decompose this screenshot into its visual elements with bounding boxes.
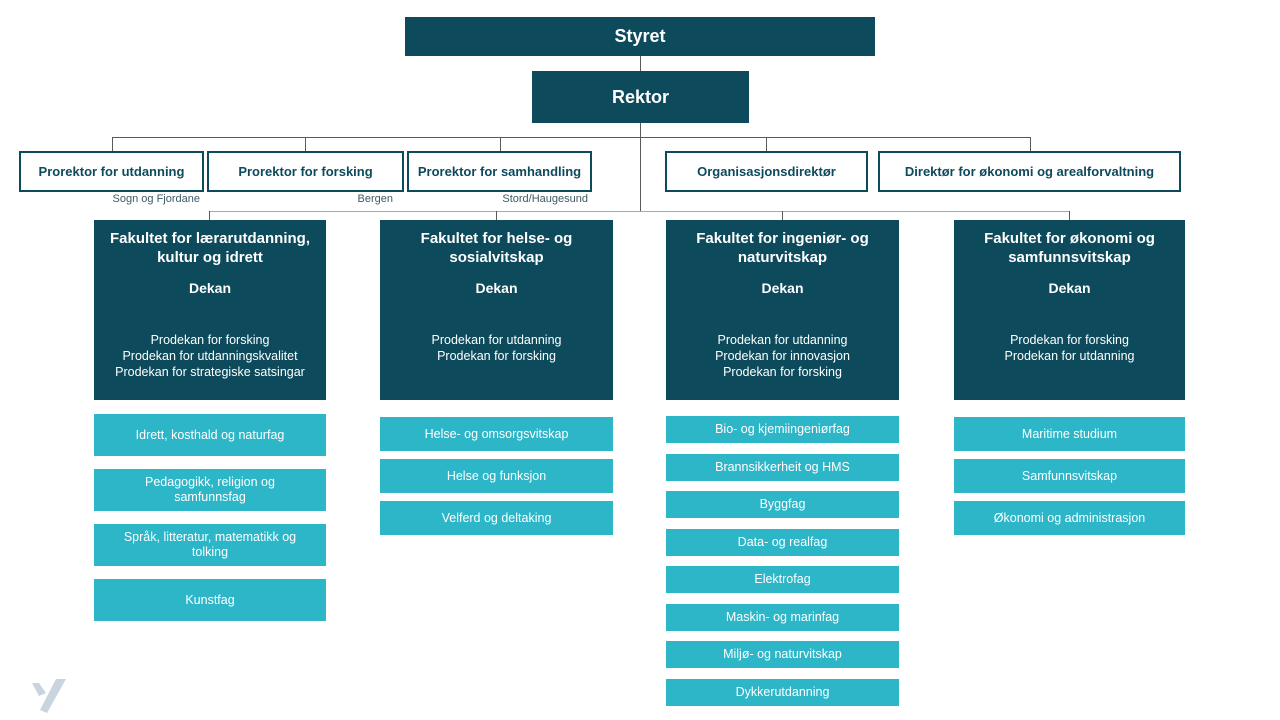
faculty-header-engineering-science: Fakultet for ingeniør- og naturvitskap D… bbox=[666, 220, 899, 400]
institute-box: Brannsikkerheit og HMS bbox=[666, 453, 899, 481]
connector-line bbox=[1030, 137, 1031, 151]
rector-box: Rektor bbox=[532, 71, 749, 123]
institute-box: Byggfag bbox=[666, 491, 899, 518]
institute-list-engineering-science: Bio- og kjemiingeniørfag Brannsikkerheit… bbox=[666, 416, 899, 716]
institute-list-teacher-education: Idrett, kosthald og naturfag Pedagogikk,… bbox=[94, 414, 326, 634]
prodean-item: Prodekan for forsking bbox=[723, 365, 842, 379]
institute-list-economy-social-science: Maritime studium Samfunnsvitskap Økonomi… bbox=[954, 417, 1185, 543]
faculty-title: Fakultet for helse- og sosialvitskap bbox=[420, 230, 573, 266]
faculty-header-teacher-education: Fakultet for lærarutdanning, kultur og i… bbox=[94, 220, 326, 400]
connector-line bbox=[112, 137, 1030, 138]
connector-line bbox=[209, 211, 210, 220]
connector-line bbox=[782, 211, 783, 220]
institute-box: Bio- og kjemiingeniørfag bbox=[666, 416, 899, 443]
faculty-title: Fakultet for lærarutdanning, kultur og i… bbox=[109, 230, 310, 266]
prodean-item: Prodekan for forsking bbox=[150, 333, 270, 347]
dean-label: Dekan bbox=[475, 280, 518, 296]
institute-box: Miljø- og naturvitskap bbox=[666, 641, 899, 668]
board-box: Styret bbox=[405, 17, 875, 56]
finance-director-box: Direktør for økonomi og arealforvaltning bbox=[878, 151, 1181, 192]
connector-line bbox=[112, 137, 113, 151]
connector-line bbox=[640, 123, 641, 137]
hvl-v-logo-icon bbox=[32, 679, 66, 713]
prodean-list: Prodekan for forsking Prodekan for utdan… bbox=[94, 332, 326, 380]
connector-line bbox=[766, 137, 767, 151]
institute-list-health-social: Helse- og omsorgsvitskap Helse og funksj… bbox=[380, 417, 613, 543]
institute-box: Pedagogikk, religion og samfunnsfag bbox=[94, 469, 326, 511]
institute-box: Idrett, kosthald og naturfag bbox=[94, 414, 326, 456]
prodean-item: Prodekan for utdanning bbox=[431, 333, 562, 347]
prorector-research-box: Prorektor for forsking bbox=[207, 151, 404, 192]
institute-box: Maritime studium bbox=[954, 417, 1185, 451]
prodean-list: Prodekan for utdanning Prodekan for inno… bbox=[666, 332, 899, 380]
institute-box: Kunstfag bbox=[94, 579, 326, 621]
prodean-item: Prodekan for utdanningskvalitet bbox=[122, 349, 298, 363]
connector-line bbox=[640, 56, 641, 71]
institute-box: Helse- og omsorgsvitskap bbox=[380, 417, 613, 451]
dean-label: Dekan bbox=[188, 280, 232, 296]
institute-box: Samfunnsvitskap bbox=[954, 459, 1185, 493]
prodean-item: Prodekan for forsking bbox=[1010, 333, 1129, 347]
prodean-item: Prodekan for forsking bbox=[437, 349, 556, 363]
prorector-collaboration-box: Prorektor for samhandling bbox=[407, 151, 592, 192]
institute-box: Språk, litteratur, matematikk og tolking bbox=[94, 524, 326, 566]
connector-line bbox=[305, 137, 306, 151]
prodean-item: Prodekan for strategiske satsingar bbox=[115, 365, 305, 379]
institute-box: Data- og realfag bbox=[666, 528, 899, 556]
institute-box: Økonomi og administrasjon bbox=[954, 501, 1185, 535]
campus-label: Bergen bbox=[357, 193, 393, 205]
faculty-header-economy-social-science: Fakultet for økonomi og samfunnsvitskap … bbox=[954, 220, 1185, 400]
connector-line bbox=[640, 137, 641, 211]
prodean-list: Prodekan for utdanning Prodekan for fors… bbox=[380, 332, 613, 364]
institute-box: Dykkerutdanning bbox=[666, 678, 899, 706]
institute-box: Elektrofag bbox=[666, 566, 899, 593]
prorector-education-box: Prorektor for utdanning bbox=[19, 151, 204, 192]
connector-line bbox=[209, 211, 1069, 212]
connector-line bbox=[496, 211, 497, 220]
prodean-item: Prodekan for innovasjon bbox=[715, 349, 850, 363]
dean-label: Dekan bbox=[761, 280, 804, 296]
faculty-title: Fakultet for økonomi og samfunnsvitskap bbox=[984, 230, 1155, 266]
institute-box: Helse og funksjon bbox=[380, 459, 613, 493]
dean-label: Dekan bbox=[1048, 280, 1091, 296]
connector-line bbox=[500, 137, 501, 151]
campus-label: Stord/Haugesund bbox=[502, 193, 588, 205]
prodean-list: Prodekan for forsking Prodekan for utdan… bbox=[954, 332, 1185, 364]
prodean-item: Prodekan for utdanning bbox=[717, 333, 848, 347]
faculty-title: Fakultet for ingeniør- og naturvitskap bbox=[696, 230, 869, 266]
campus-label: Sogn og Fjordane bbox=[112, 193, 200, 205]
organisation-director-box: Organisasjonsdirektør bbox=[665, 151, 868, 192]
faculty-header-health-social: Fakultet for helse- og sosialvitskap Dek… bbox=[380, 220, 613, 400]
connector-line bbox=[1069, 211, 1070, 220]
institute-box: Maskin- og marinfag bbox=[666, 603, 899, 631]
prodean-item: Prodekan for utdanning bbox=[1004, 349, 1135, 363]
institute-box: Velferd og deltaking bbox=[380, 501, 613, 535]
